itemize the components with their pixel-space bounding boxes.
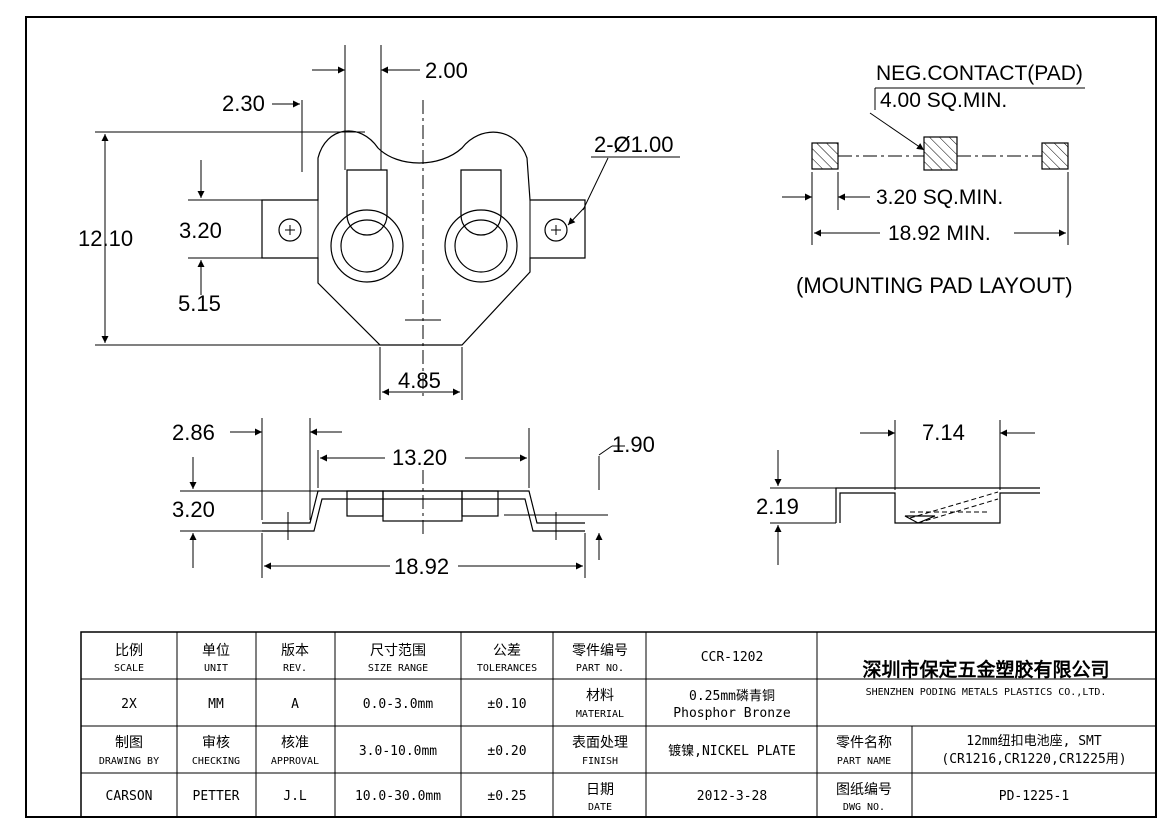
scale-label-en: SCALE [114, 663, 144, 674]
dim-18-92: 18.92 [394, 554, 449, 579]
size-range-label-cn: 尺寸范围 [370, 642, 426, 659]
approval-label-cn: 核准 [281, 735, 309, 751]
dim-7-14: 7.14 [922, 420, 965, 445]
material-value-2: Phosphor Bronze [673, 706, 791, 721]
drawing-by-label-en: DRAWING BY [99, 756, 159, 767]
neg-contact-label: NEG.CONTACT(PAD) [876, 62, 1083, 85]
dim-3-20-front: 3.20 [172, 497, 215, 522]
dim-13-20: 13.20 [392, 445, 447, 470]
finish-label-en: FINISH [582, 756, 618, 767]
size-range-1: 0.0-3.0mm [363, 697, 434, 712]
checker-value: PETTER [193, 789, 240, 804]
company-name-cn: 深圳市保定五金塑胶有限公司 [862, 658, 1109, 681]
part-name-value-2: (CR1216,CR1220,CR1225用) [941, 752, 1126, 767]
material-value-1: 0.25mm磷青铜 [689, 689, 775, 704]
sq-4-00-label: 4.00 SQ.MIN. [880, 89, 1007, 112]
min-18-92-label: 18.92 MIN. [888, 222, 991, 245]
date-label-cn: 日期 [586, 782, 614, 798]
part-no-label-en: PART NO. [576, 663, 624, 674]
tolerances-label-en: TOLERANCES [477, 663, 537, 674]
approver-value: J.L [283, 789, 307, 804]
drawing-by-label-cn: 制图 [115, 735, 143, 751]
checking-label-en: CHECKING [192, 756, 240, 767]
drawer-value: CARSON [106, 789, 153, 804]
dim-2-30: 2.30 [222, 91, 265, 116]
unit-label-en: UNIT [204, 663, 228, 674]
part-name-label-en: PART NAME [837, 756, 891, 767]
dim-2-86: 2.86 [172, 420, 215, 445]
dim-2-19: 2.19 [756, 494, 799, 519]
tolerance-3: ±0.25 [487, 789, 526, 804]
mounting-pad-layout: NEG.CONTACT(PAD) 4.00 SQ.MIN. 3.20 SQ.MI… [782, 62, 1085, 298]
approval-label-en: APPROVAL [271, 756, 319, 767]
front-view-dimensions: 2.86 13.20 1.90 3.20 18.92 [172, 418, 655, 579]
dwg-no-value: PD-1225-1 [999, 789, 1069, 804]
checking-label-cn: 审核 [202, 735, 230, 751]
dim-4-85: 4.85 [398, 368, 441, 393]
top-view [261, 100, 586, 400]
size-range-2: 3.0-10.0mm [359, 744, 437, 759]
front-view [262, 470, 585, 540]
side-view-dimensions: 7.14 2.19 [756, 420, 1035, 565]
dim-3-20: 3.20 [179, 218, 222, 243]
tolerance-2: ±0.20 [487, 744, 526, 759]
dim-12-10: 12.10 [78, 226, 133, 251]
unit-value: MM [208, 697, 224, 712]
finish-value: 镀镍,NICKEL PLATE [668, 743, 796, 759]
dim-1-90: 1.90 [612, 432, 655, 457]
dim-5-15: 5.15 [178, 291, 221, 316]
part-name-value-1: 12mm纽扣电池座, SMT [966, 734, 1102, 749]
part-no-value: CCR-1202 [701, 650, 764, 665]
material-label-en: MATERIAL [576, 709, 624, 720]
pad-layout-title: (MOUNTING PAD LAYOUT) [796, 273, 1073, 298]
top-view-dimensions: 2.00 2.30 2-Ø1.00 12.10 3.20 5.15 4.85 [78, 45, 680, 400]
tolerances-label-cn: 公差 [493, 643, 521, 659]
dim-hole: 2-Ø1.00 [594, 132, 674, 157]
date-value: 2012-3-28 [697, 789, 767, 804]
size-range-label-en: SIZE RANGE [368, 663, 428, 674]
rev-value: A [291, 697, 299, 712]
rev-label-en: REV. [283, 663, 307, 674]
dwg-no-label-cn: 图纸编号 [836, 782, 892, 798]
finish-label-cn: 表面处理 [572, 735, 628, 751]
scale-value: 2X [121, 697, 137, 712]
part-name-label-cn: 零件名称 [836, 735, 892, 751]
unit-label-cn: 单位 [202, 643, 230, 659]
material-label-cn: 材料 [586, 688, 614, 704]
tolerance-1: ±0.10 [487, 697, 526, 712]
size-range-3: 10.0-30.0mm [355, 789, 441, 804]
date-label-en: DATE [588, 802, 612, 813]
side-view [835, 487, 1040, 524]
title-block: 比例 SCALE 单位 UNIT 版本 REV. 尺寸范围 SIZE RANGE… [80, 631, 1157, 818]
company-name-en: SHENZHEN PODING METALS PLASTICS CO.,LTD. [866, 687, 1107, 698]
part-no-label-cn: 零件编号 [572, 643, 628, 659]
dwg-no-label-en: DWG NO. [843, 802, 885, 813]
rev-label-cn: 版本 [281, 643, 309, 659]
scale-label-cn: 比例 [115, 643, 143, 659]
sq-3-20-label: 3.20 SQ.MIN. [876, 186, 1003, 209]
dim-2-00: 2.00 [425, 58, 468, 83]
